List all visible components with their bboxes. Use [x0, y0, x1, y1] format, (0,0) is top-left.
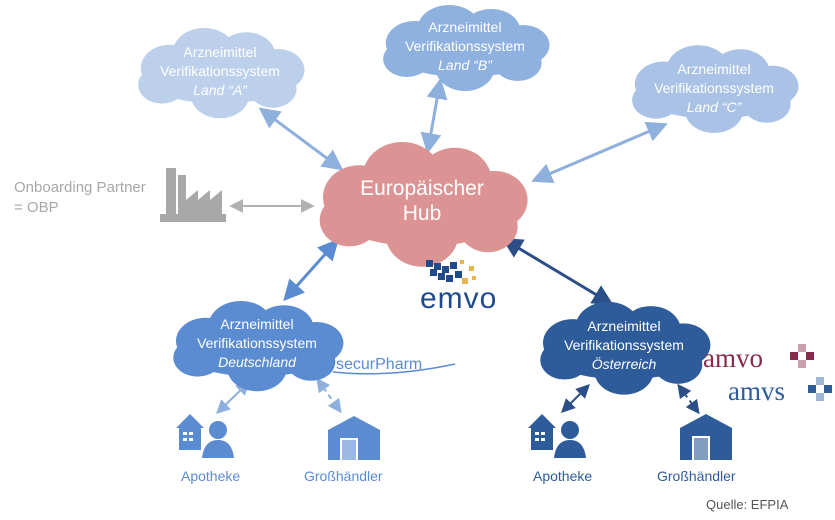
de-grosshaendler-label: Großhändler: [304, 468, 383, 484]
land-c-line1: Arzneimittel: [677, 61, 751, 77]
apotheke-de-icon: [176, 414, 234, 458]
land-a-line3: Land “A”: [193, 82, 247, 98]
oesterreich-line3: Österreich: [591, 356, 657, 372]
amvs-logo-text: amvs: [728, 376, 785, 406]
land-c-line3: Land “C”: [686, 99, 742, 115]
deutschland-line2: Verifikationssystem: [197, 335, 317, 351]
obp-label: Onboarding Partner = OBP: [14, 178, 146, 218]
arrow-hub-land-b: [420, 77, 448, 155]
land-b-line1: Arzneimittel: [428, 19, 502, 35]
amvs-logo-mark: [808, 377, 832, 401]
arrow-hub-deutschland: [283, 238, 339, 302]
land-a-line1: Arzneimittel: [183, 44, 257, 60]
hub-text: Europäischer Hub: [332, 176, 512, 226]
obp-line2: = OBP: [14, 199, 59, 216]
deutschland-text: Arzneimittel Verifikationssystem Deutsch…: [177, 315, 337, 372]
arrow-hub-oesterreich: [501, 237, 614, 306]
arrow-hub-land-c: [531, 121, 668, 184]
securpharm-swoosh: [332, 363, 456, 375]
arrow-hub-land-a: [258, 107, 344, 171]
apotheke-at-icon: [528, 414, 586, 458]
grosshaendler-de-icon: [328, 416, 380, 460]
arrow-at-grosshaendler: [677, 383, 700, 415]
emvo-logo-mark: [426, 260, 476, 284]
arrow-at-apotheke: [561, 384, 590, 413]
oesterreich-line2: Verifikationssystem: [564, 337, 684, 353]
hub-line1: Europäischer: [360, 177, 484, 200]
land-b-line3: Land “B”: [438, 57, 492, 73]
land-c-text: Arzneimittel Verifikationssystem Land “C…: [634, 60, 794, 117]
deutschland-line1: Arzneimittel: [220, 316, 294, 332]
arrow-de-grosshaendler: [316, 377, 342, 414]
oesterreich-text: Arzneimittel Verifikationssystem Österre…: [544, 317, 704, 374]
at-grosshaendler-label: Großhändler: [657, 468, 736, 484]
land-a-line2: Verifikationssystem: [160, 63, 280, 79]
amvo-logo-mark: [790, 344, 814, 368]
hub-line2: Hub: [402, 202, 442, 225]
emvo-logo-text: emvo: [420, 282, 498, 315]
oesterreich-line1: Arzneimittel: [587, 318, 661, 334]
land-c-line2: Verifikationssystem: [654, 80, 774, 96]
amvo-logo-text: amvo: [703, 343, 763, 373]
at-apotheke-label: Apotheke: [533, 468, 593, 484]
obp-line1: Onboarding Partner: [14, 179, 146, 196]
securpharm-logo-text: securPharm: [336, 356, 423, 373]
source-credit: Quelle: EFPIA: [706, 497, 789, 512]
factory-icon: [160, 168, 226, 222]
de-apotheke-label: Apotheke: [181, 468, 241, 484]
deutschland-line3: Deutschland: [218, 354, 296, 370]
land-b-text: Arzneimittel Verifikationssystem Land “B…: [385, 18, 545, 75]
grosshaendler-at-icon: [680, 414, 732, 460]
land-b-line2: Verifikationssystem: [405, 38, 525, 54]
land-a-text: Arzneimittel Verifikationssystem Land “A…: [140, 43, 300, 100]
